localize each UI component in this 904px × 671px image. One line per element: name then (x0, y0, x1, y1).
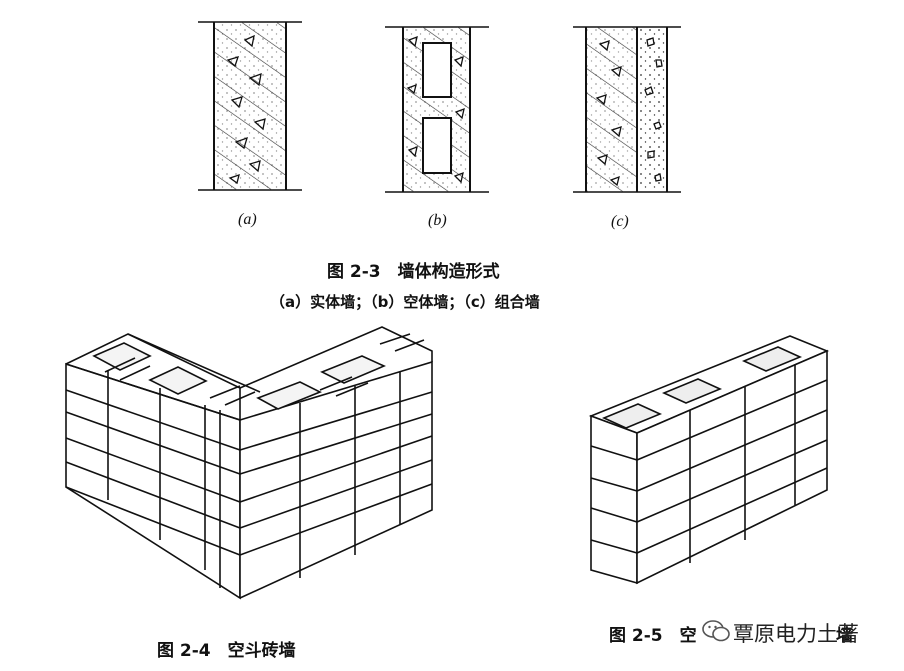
hollow-wall-section (385, 26, 489, 193)
solid-wall-section (198, 21, 302, 191)
figure-2-4-caption: 图 2-4 空斗砖墙 (157, 641, 296, 661)
label-hollow-wall: (b) (428, 212, 447, 229)
label-composite-wall: (c) (611, 213, 629, 230)
figure-2-3-subtitle: （a）实体墙；（b）空体墙；（c）组合墙 (270, 293, 540, 311)
composite-wall-section (573, 26, 681, 193)
watermark-text: 覃原电力土著 (733, 622, 859, 646)
figure-2-5-caption-prefix: 图 2-5 空 (609, 626, 697, 646)
hollow-block-wall (588, 335, 830, 585)
label-solid-wall: (a) (238, 211, 257, 228)
figure-2-3-title: 图 2-3 墙体构造形式 (327, 262, 500, 282)
wechat-icon (702, 620, 730, 642)
figure-2-5-caption-suffix: 墙 (836, 626, 853, 646)
cavity-upper (422, 42, 452, 98)
hollow-brick-corner-wall (65, 326, 433, 600)
cavity-lower (422, 117, 452, 174)
